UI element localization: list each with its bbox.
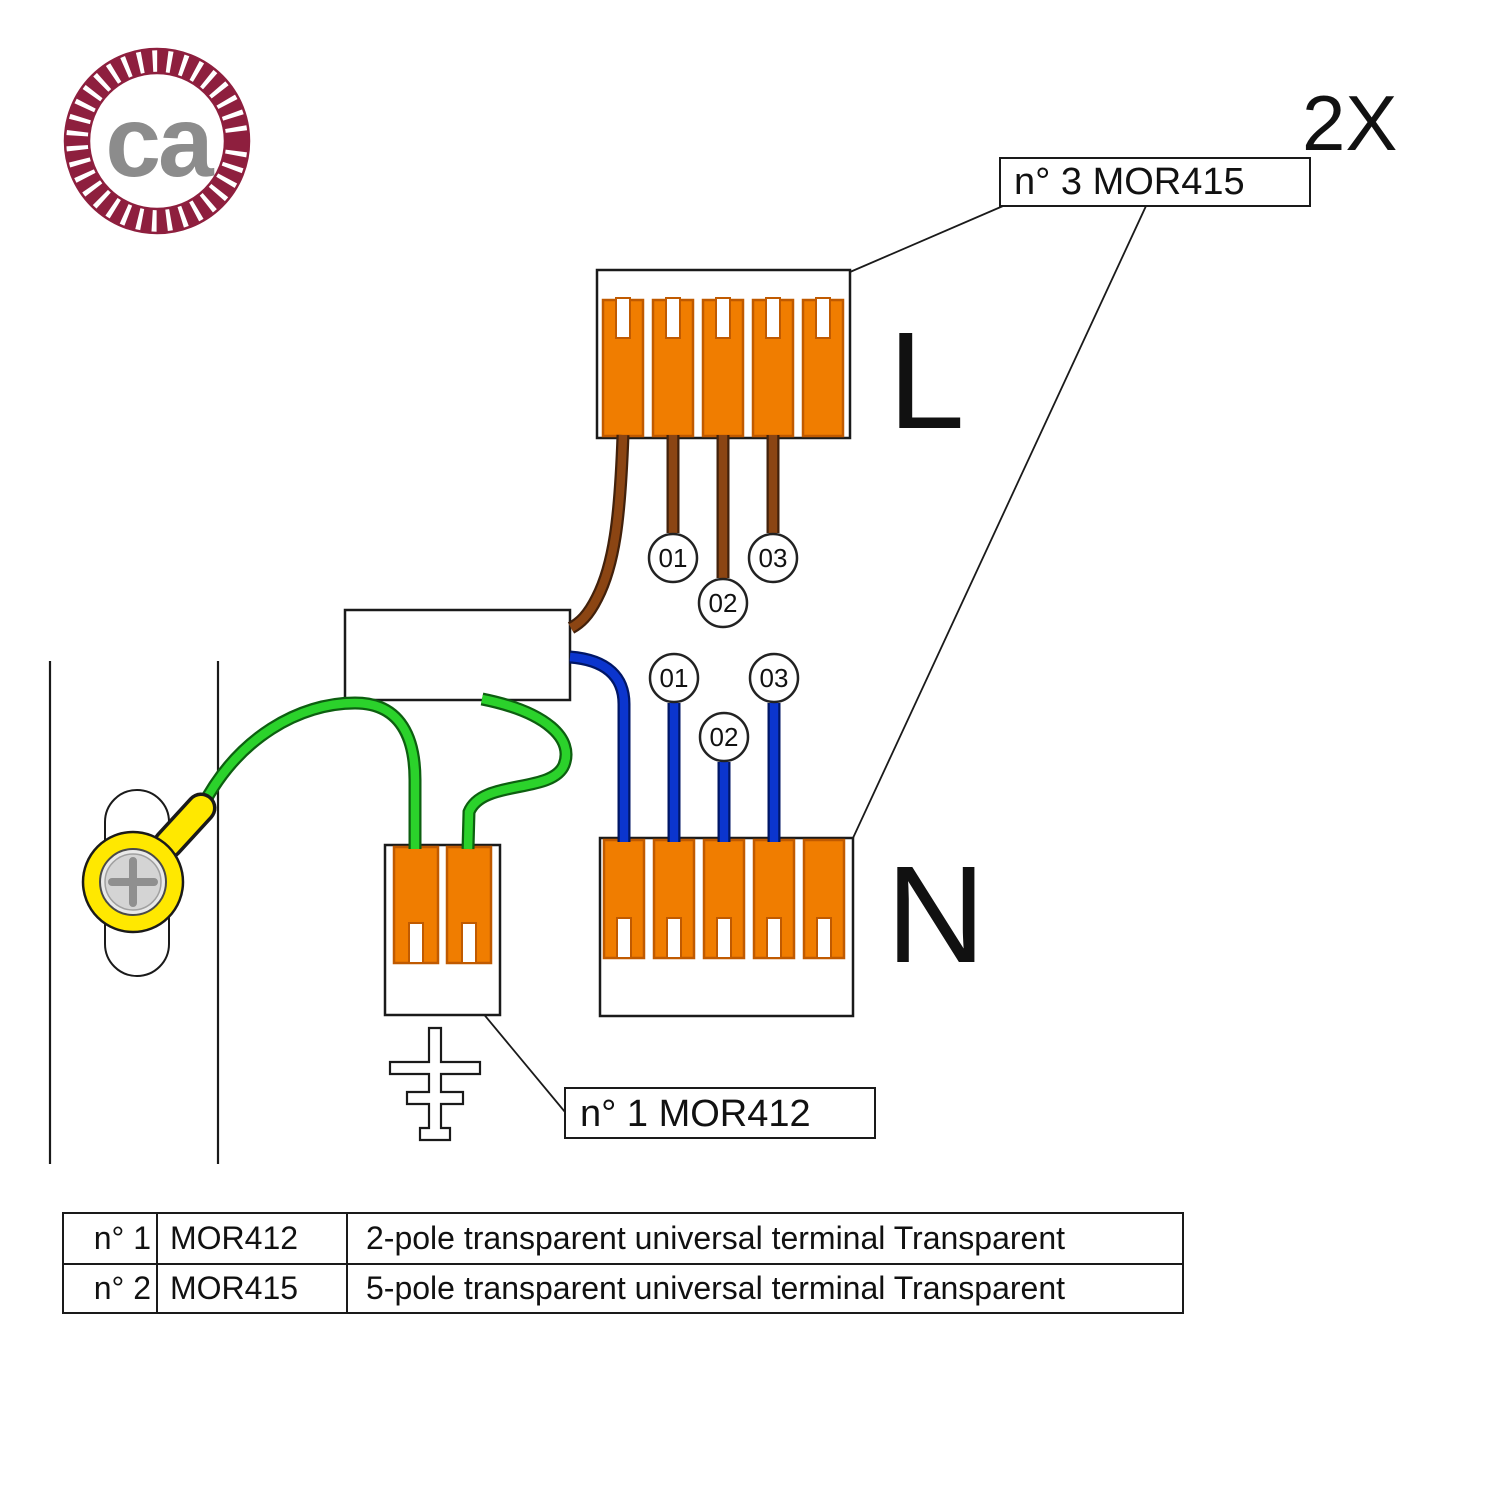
brown-wire-to-cable xyxy=(568,434,628,632)
green-wire-cable-to-terminal xyxy=(463,694,571,850)
wire-markers-bottom: 01 02 03 xyxy=(648,652,800,763)
callout-box xyxy=(564,1087,876,1139)
wire-marker-circle xyxy=(697,577,749,629)
wire-marker-number: 03 xyxy=(760,663,789,693)
terminal-release-slot xyxy=(716,917,732,959)
terminal-release-slot xyxy=(766,917,782,959)
terminal-mor415-line xyxy=(595,268,852,440)
blue-wire-from-cable xyxy=(569,652,629,842)
terminal-release-slot xyxy=(815,297,831,339)
part-qty: n° 2 xyxy=(93,1270,151,1306)
wire-marker-number: 03 xyxy=(759,543,788,573)
ring-terminal-crimp xyxy=(156,796,213,856)
earth-ground-symbol-icon xyxy=(388,1026,482,1142)
callout-leader-mor415-top-terminal xyxy=(849,205,1004,273)
wire-marker-circle xyxy=(698,711,750,763)
phillips-screw-icon xyxy=(108,857,158,907)
part-code: MOR412 xyxy=(156,1214,346,1263)
parts-table: n° 1 MOR412 2-pole transparent universal… xyxy=(62,1212,1184,1314)
wire-marker-number: 02 xyxy=(710,722,739,752)
terminal-mor412-earth xyxy=(383,843,502,1017)
part-code: MOR415 xyxy=(156,1265,346,1312)
wire-marker-circle xyxy=(748,652,800,704)
callout-mor415: n° 3 MOR415 xyxy=(999,157,1311,207)
wire-marker-number: 01 xyxy=(659,543,688,573)
terminal-release-slot xyxy=(665,297,681,339)
callout-box xyxy=(999,157,1311,207)
parts-table-row: n° 2 MOR415 5-pole transparent universal… xyxy=(64,1263,1182,1312)
wire-marker-circle xyxy=(747,532,799,584)
wires-blue-neutral xyxy=(569,650,781,842)
terminal-release-slot xyxy=(408,922,424,964)
wire-marker-number: 02 xyxy=(709,588,738,618)
wire-markers-top: 01 02 03 xyxy=(647,532,799,629)
logo-rope-outer-edge xyxy=(63,47,251,235)
brand-logo: ca xyxy=(63,47,251,235)
neutral-terminal-letter: N xyxy=(886,838,986,992)
terminal-release-slot xyxy=(615,297,631,339)
green-wire-ring-to-terminal xyxy=(196,696,422,849)
wires-green-earth xyxy=(196,692,573,850)
terminal-release-slot xyxy=(715,297,731,339)
logo-rope-inner-edge xyxy=(87,71,227,211)
terminal-release-slot xyxy=(616,917,632,959)
terminal-release-slot xyxy=(765,297,781,339)
logo-rope-ring xyxy=(65,49,249,233)
logo-text: ca xyxy=(105,86,215,198)
part-description: 5-pole transparent universal terminal Tr… xyxy=(346,1265,1182,1312)
wires-brown-line xyxy=(567,434,780,634)
terminal-mor415-neutral xyxy=(598,836,855,1018)
callout-mor412: n° 1 MOR412 xyxy=(564,1087,876,1139)
terminal-release-slot xyxy=(816,917,832,959)
wire-marker-number: 01 xyxy=(660,663,689,693)
callout-label: n° 3 MOR415 xyxy=(1014,161,1245,203)
callout-leader-mor415-bottom-terminal xyxy=(852,205,1147,839)
part-description: 2-pole transparent universal terminal Tr… xyxy=(346,1214,1182,1263)
quantity-multiplier-label: 2X xyxy=(1302,79,1397,167)
terminal-release-slot xyxy=(461,922,477,964)
part-qty: n° 1 xyxy=(93,1220,151,1256)
terminal-release-slot xyxy=(666,917,682,959)
parts-table-row: n° 1 MOR412 2-pole transparent universal… xyxy=(64,1214,1182,1263)
green-wire-ring-to-terminal xyxy=(198,698,420,849)
wire-marker-circle xyxy=(648,652,700,704)
wire-marker-circle xyxy=(647,532,699,584)
line-terminal-letter: L xyxy=(888,304,965,458)
cable-end-box xyxy=(343,608,572,702)
callout-label: n° 1 MOR412 xyxy=(580,1093,811,1135)
earth-ring-terminal xyxy=(81,792,217,934)
